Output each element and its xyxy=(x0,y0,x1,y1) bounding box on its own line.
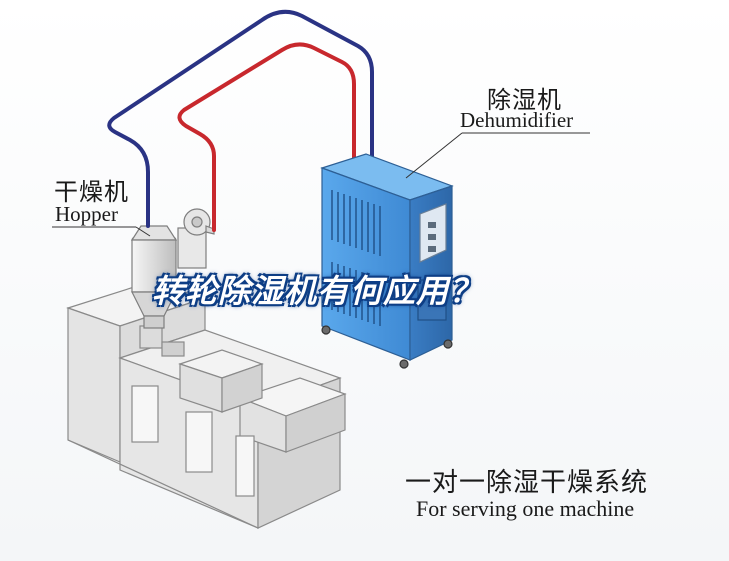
overlay-title: 转轮除湿机有何应用？ xyxy=(152,272,483,310)
dry-air-supply-pipe xyxy=(177,42,356,232)
caster-2 xyxy=(399,359,409,369)
dehumidifier-front xyxy=(321,167,411,361)
control-button-1 xyxy=(428,222,436,228)
leader-lines xyxy=(52,132,590,237)
feed-connector xyxy=(161,341,185,357)
machine-panel-2 xyxy=(185,411,213,473)
hopper-leader xyxy=(135,226,151,237)
dehumidifier-louvers xyxy=(331,190,381,326)
dehumidifier-label-cn: 除湿机 xyxy=(487,86,562,114)
hopper-label-en: Hopper xyxy=(55,202,118,226)
dehumidifier-leader xyxy=(405,132,463,179)
system-label-cn: 一对一除湿干燥系统 xyxy=(405,468,649,498)
dehumidifier-label-en: Dehumidifier xyxy=(460,108,574,132)
caster-1 xyxy=(321,325,331,335)
control-button-2 xyxy=(428,234,436,240)
hopper-dryer xyxy=(130,208,215,329)
hopper-blower-outlet xyxy=(205,225,215,235)
side-vent xyxy=(417,279,447,321)
hopper-label-cn: 干燥机 xyxy=(54,178,129,206)
barrel-unit-side xyxy=(221,363,263,413)
clamp-block-side xyxy=(285,393,346,453)
machine-panel-3 xyxy=(235,435,255,497)
control-button-3 xyxy=(428,246,436,252)
control-panel xyxy=(419,203,447,263)
machine-panel-1 xyxy=(131,385,159,443)
machine-left-base-front xyxy=(67,307,121,463)
system-label-en: For serving one machine xyxy=(416,496,635,521)
dehumidifier-unit xyxy=(320,153,454,369)
hopper-outlet xyxy=(143,315,165,329)
injection-molding-machine xyxy=(66,281,347,529)
hopper-blower-hub xyxy=(191,216,203,228)
feed-throat xyxy=(139,325,163,349)
caster-3 xyxy=(443,339,453,349)
return-air-pipe xyxy=(107,9,374,228)
machine-edge xyxy=(67,439,259,529)
